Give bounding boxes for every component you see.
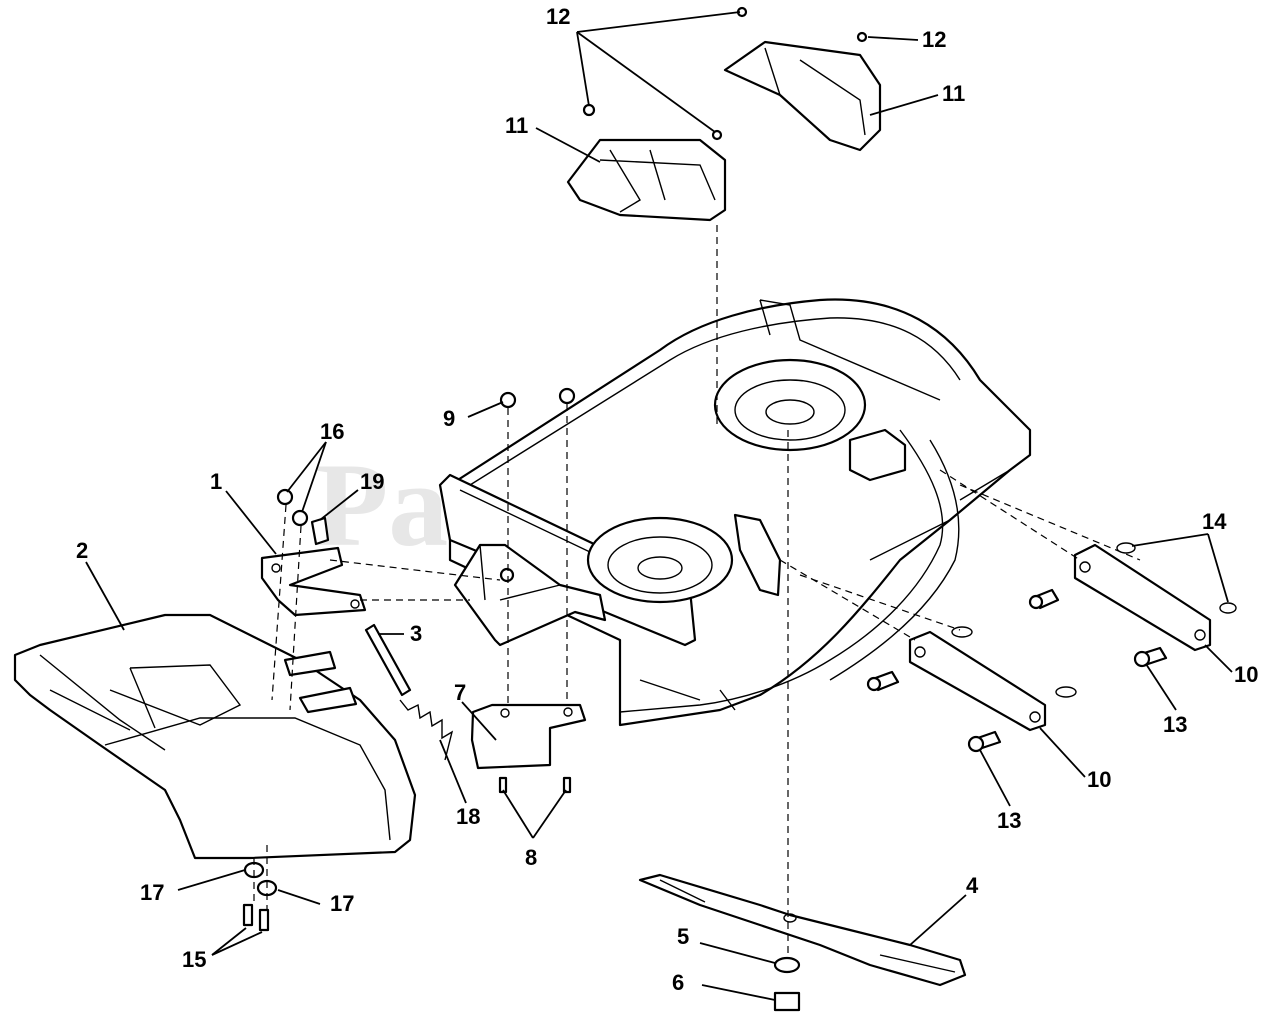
callout-13-right: 13 (1163, 712, 1187, 737)
belt-cover-right (723, 40, 882, 152)
callout-4: 4 (966, 873, 979, 898)
callout-12-top-right: 12 (922, 27, 946, 52)
callout-14: 14 (1202, 509, 1227, 534)
pin-19 (310, 516, 330, 546)
washer-set-17 (243, 861, 278, 897)
blade-nut (773, 991, 801, 1012)
callout-16: 16 (320, 419, 344, 444)
nut-set-9 (499, 387, 576, 583)
callout-2: 2 (76, 538, 88, 563)
assembly-guide-lines (253, 225, 1141, 955)
callout-13-center: 13 (997, 808, 1021, 833)
callout-11-right: 11 (942, 81, 965, 106)
mower-deck (438, 298, 1032, 727)
bolt-set-15 (242, 903, 270, 932)
clevis-pin-set (866, 588, 1168, 753)
callout-9: 9 (443, 406, 455, 431)
callout-6: 6 (672, 970, 684, 995)
callout-5: 5 (677, 924, 689, 949)
deck-hanger-bracket-right (1073, 543, 1212, 652)
callout-17-right: 17 (330, 891, 354, 916)
callout-labels: 12 12 11 11 9 16 19 1 2 3 7 18 8 17 17 1… (76, 4, 1258, 995)
callout-19: 19 (360, 469, 384, 494)
bolt-set-8 (498, 776, 572, 794)
belt-cover-left (566, 138, 727, 222)
callout-3: 3 (410, 621, 422, 646)
deflector-bracket (470, 703, 587, 770)
chute-mount-bracket (260, 546, 367, 617)
hairpin-clip-set (951, 542, 1237, 698)
callout-7: 7 (454, 680, 466, 705)
callout-17-left: 17 (140, 880, 164, 905)
mower-blade (638, 873, 967, 987)
leader-lines (85, 11, 1233, 1001)
callout-10-center: 10 (1087, 767, 1111, 792)
bolt-set-12 (582, 6, 868, 141)
spring-18 (399, 699, 454, 761)
blade-washer (773, 956, 801, 974)
callout-15: 15 (182, 947, 206, 972)
discharge-chute (13, 613, 417, 860)
nut-set-16 (276, 488, 309, 527)
callout-11-left: 11 (505, 113, 528, 138)
callout-1: 1 (210, 469, 222, 494)
callout-8: 8 (525, 845, 537, 870)
rod-3 (364, 623, 412, 697)
deck-hanger-bracket-left (908, 630, 1047, 732)
callout-10-right: 10 (1234, 662, 1258, 687)
callout-12-top-left: 12 (546, 4, 570, 29)
callout-18: 18 (456, 804, 480, 829)
